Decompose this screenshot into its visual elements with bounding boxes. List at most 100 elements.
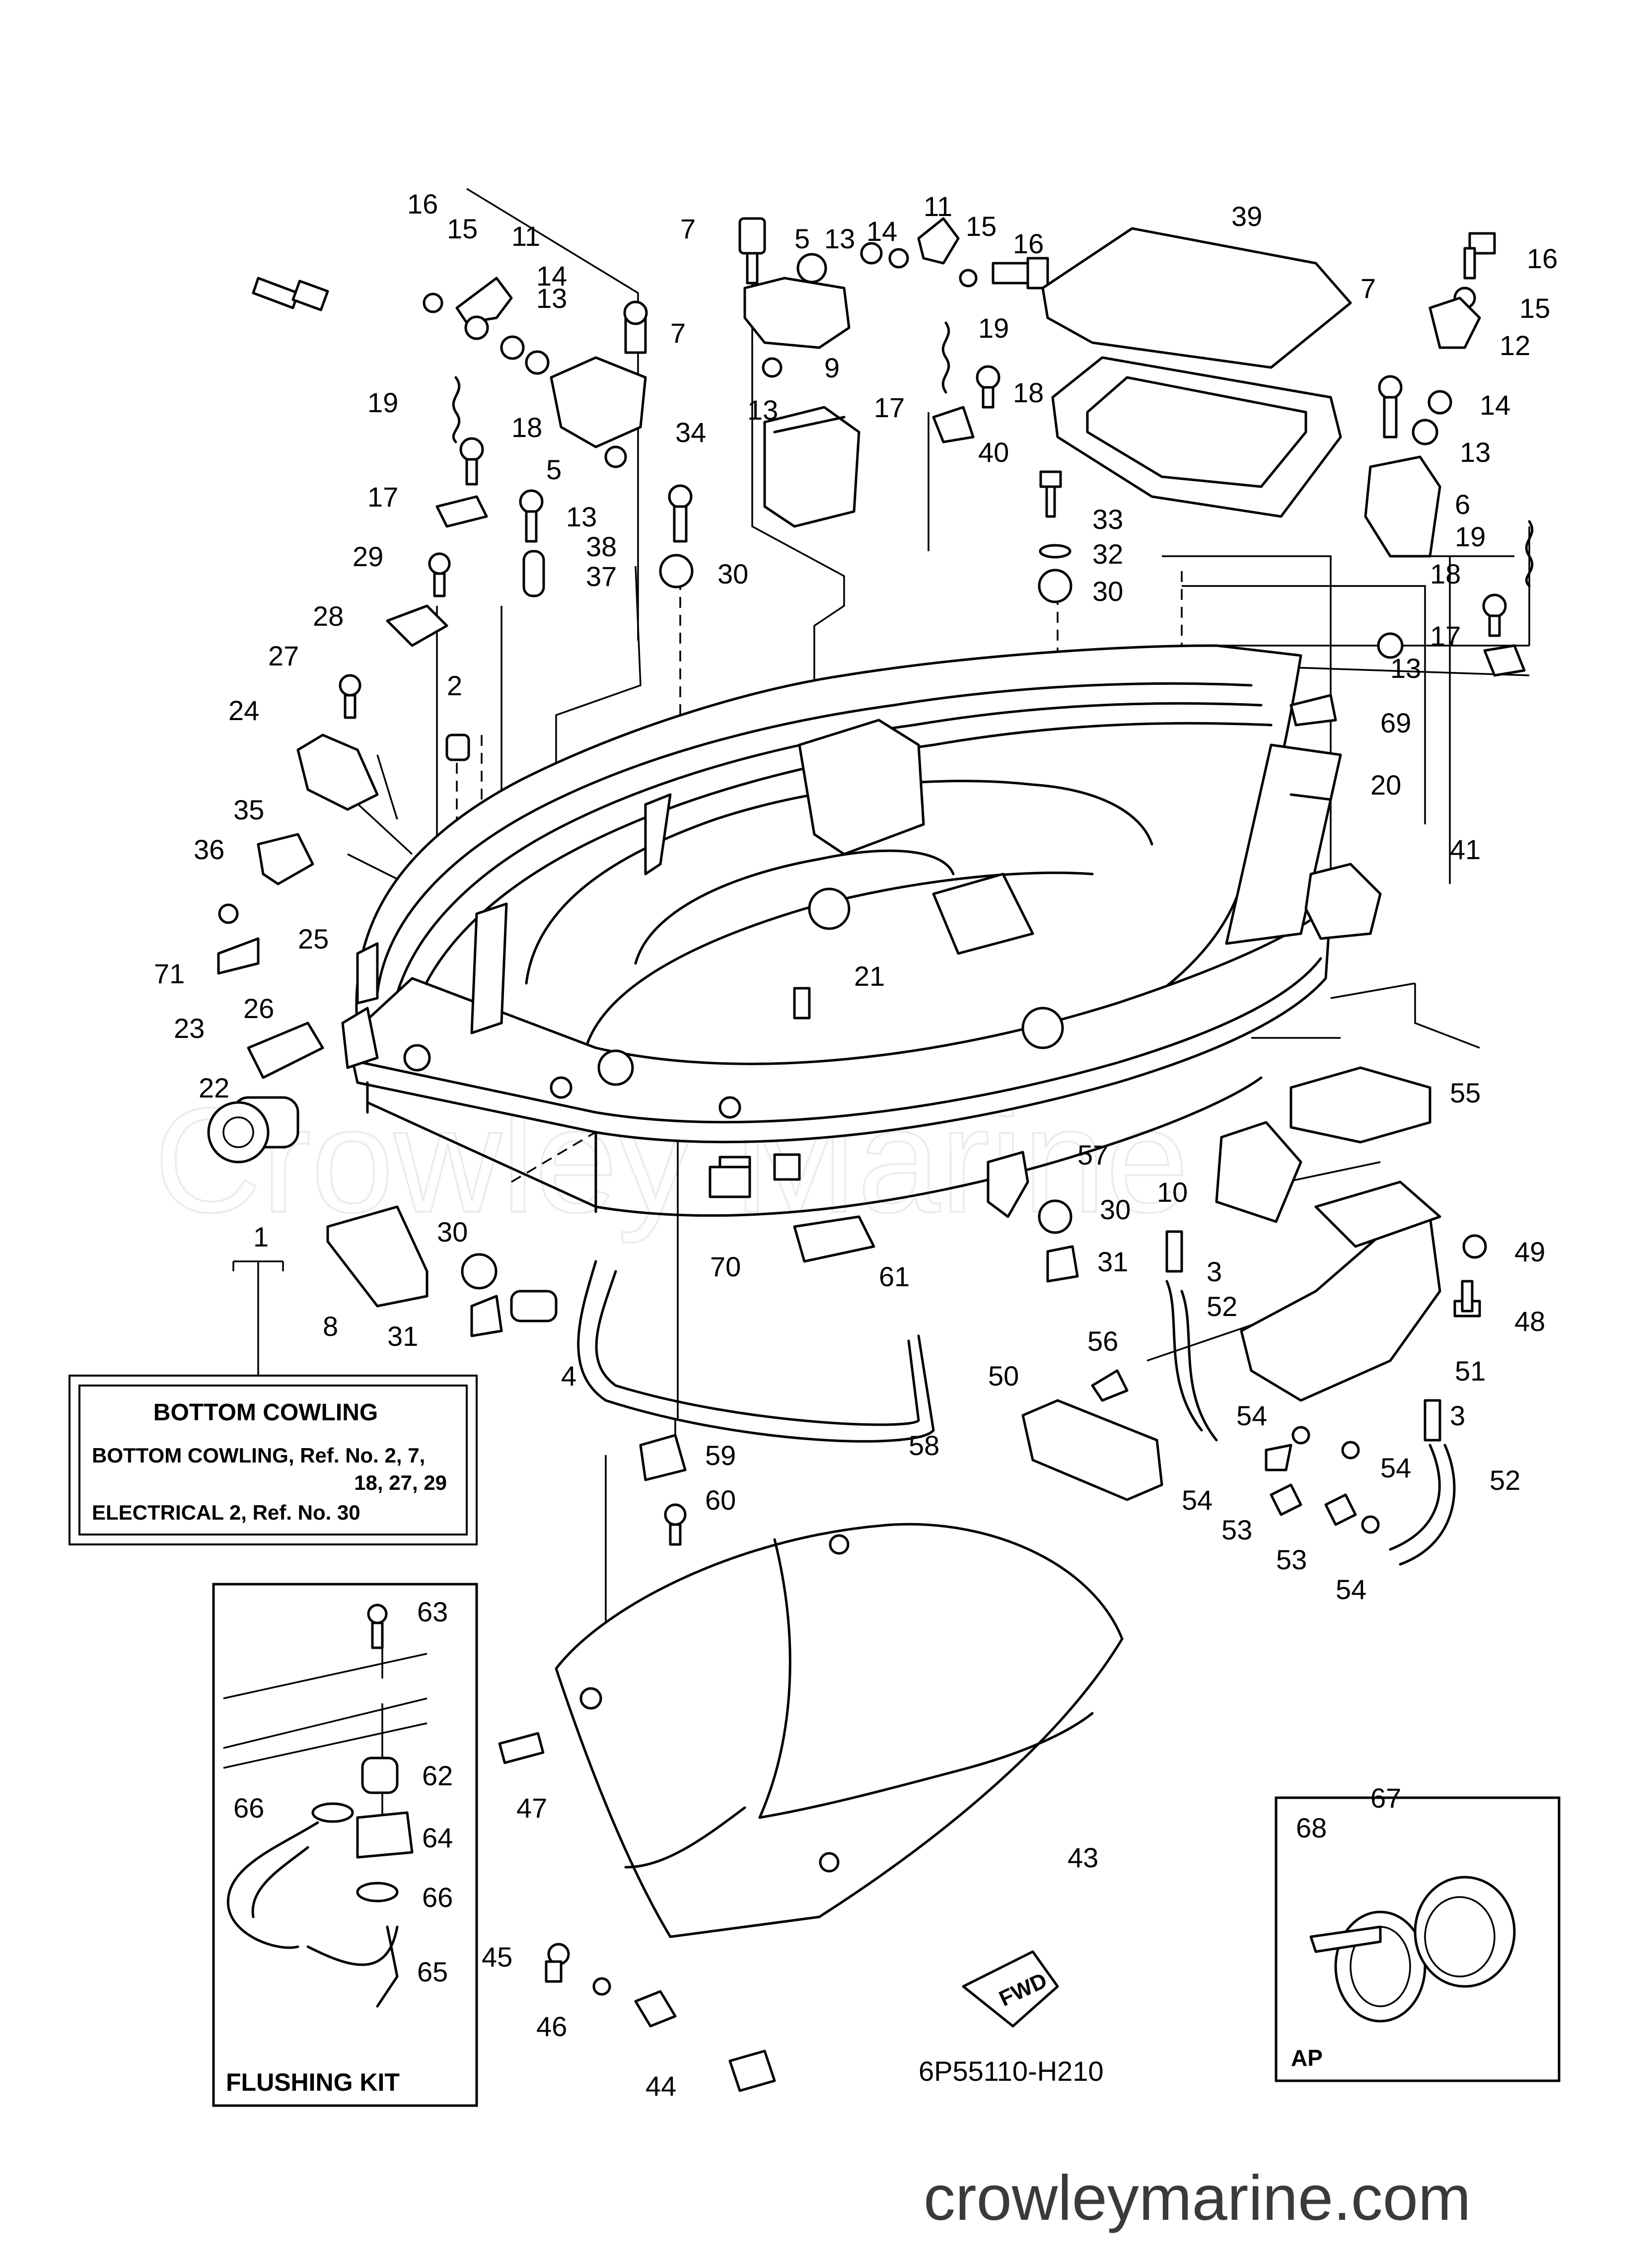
legend-line-1: BOTTOM COWLING, Ref. No. 2, 7, xyxy=(92,1444,425,1467)
callout-label: 59 xyxy=(705,1440,736,1471)
callout-label: 26 xyxy=(243,993,274,1024)
callout-label: 27 xyxy=(268,640,299,671)
callout-label: 19 xyxy=(1455,521,1486,552)
callout-label: 49 xyxy=(1514,1236,1545,1267)
callout-label: 20 xyxy=(1370,769,1401,801)
callout-label: 38 xyxy=(586,531,617,562)
callout-label: 10 xyxy=(1157,1176,1188,1208)
parts-lower xyxy=(498,1260,1124,2092)
callout-label: 33 xyxy=(1092,504,1123,535)
bottom-cowling xyxy=(346,644,1342,1217)
ap-label: AP xyxy=(1291,2045,1323,2071)
callout-label: 43 xyxy=(1068,1842,1098,1873)
callout-label: 64 xyxy=(422,1822,453,1853)
flushing-kit-panel: FLUSHING KIT xyxy=(212,1583,478,2107)
callout-label: 67 xyxy=(1370,1782,1401,1814)
callout-label: 9 xyxy=(824,352,840,383)
flushing-kit-label: FLUSHING KIT xyxy=(226,2068,400,2096)
callout-label: 63 xyxy=(417,1596,448,1627)
callout-numbers: 16 15 11 14 13 7 19 18 5 13 17 38 29 37 … xyxy=(154,188,1558,2102)
callout-label: 15 xyxy=(1519,293,1550,324)
callout-label: 13 xyxy=(824,223,855,254)
callout-label: 13 xyxy=(566,501,597,532)
callout-label: 11 xyxy=(511,220,540,252)
callout-label: 12 xyxy=(1499,330,1530,361)
callout-label: 28 xyxy=(313,600,344,632)
callout-label: 18 xyxy=(1013,377,1044,408)
callout-label: 66 xyxy=(233,1792,264,1824)
callout-label: 66 xyxy=(422,1882,453,1913)
callout-label: 3 xyxy=(1450,1400,1465,1431)
callout-label: 44 xyxy=(645,2070,676,2102)
fwd-arrow-icon xyxy=(962,1950,1059,2028)
callout-label: 54 xyxy=(1380,1452,1411,1483)
callout-label: 48 xyxy=(1514,1306,1545,1337)
callout-label: 31 xyxy=(387,1320,418,1352)
callout-label: 57 xyxy=(1077,1139,1108,1171)
callout-label: 13 xyxy=(747,394,778,426)
legend-title: BOTTOM COWLING xyxy=(153,1399,378,1426)
callout-label: 52 xyxy=(1490,1464,1520,1496)
callout-label: 13 xyxy=(1460,437,1491,468)
callout-label: 62 xyxy=(422,1760,453,1791)
callout-label: 50 xyxy=(988,1360,1019,1391)
callout-label: 53 xyxy=(1276,1544,1307,1575)
callout-label: 16 xyxy=(1527,243,1558,274)
callout-label: 14 xyxy=(536,260,567,292)
callout-label: 54 xyxy=(1236,1400,1267,1431)
callout-label: 14 xyxy=(1480,389,1510,421)
callout-label: 14 xyxy=(866,216,897,247)
legend-line-2: 18, 27, 29 xyxy=(354,1471,447,1494)
callout-label: 19 xyxy=(978,312,1009,344)
callout-label: 1 xyxy=(253,1221,269,1252)
callout-label: 34 xyxy=(675,417,706,448)
parts-top-left xyxy=(207,277,648,1337)
callout-label: 24 xyxy=(228,695,259,726)
callout-label: 54 xyxy=(1182,1484,1213,1516)
callout-label: 30 xyxy=(1092,576,1123,607)
callout-label: 52 xyxy=(1207,1291,1237,1322)
callout-label: 25 xyxy=(298,923,329,954)
callout-label: 23 xyxy=(174,1013,205,1044)
callout-label: 30 xyxy=(717,558,748,589)
callout-label: 17 xyxy=(367,481,398,512)
callout-label: 11 xyxy=(924,191,952,222)
callout-label: 13 xyxy=(536,283,567,314)
callout-label: 36 xyxy=(194,834,224,865)
callout-label: 3 xyxy=(1207,1256,1222,1287)
callout-label: 7 xyxy=(680,213,696,244)
callout-label: 55 xyxy=(1450,1077,1481,1108)
callout-label: 19 xyxy=(367,387,398,418)
callout-label: 2 xyxy=(447,670,462,701)
callout-label: 60 xyxy=(705,1484,736,1516)
legend-line-3: ELECTRICAL 2, Ref. No. 30 xyxy=(92,1501,360,1524)
callout-label: 54 xyxy=(1336,1574,1366,1605)
ap-panel: AP xyxy=(1275,1796,1561,2082)
callout-label: 31 xyxy=(1097,1246,1128,1277)
callout-label: 65 xyxy=(417,1956,448,1987)
callout-label: 35 xyxy=(233,794,264,825)
footer-site-url: crowleymarine.com xyxy=(924,2163,1471,2234)
legend-box: BOTTOM COWLING BOTTOM COWLING, Ref. No. … xyxy=(69,1375,478,1545)
callout-label: 53 xyxy=(1221,1514,1252,1545)
parts-top-center xyxy=(659,217,1079,1283)
callout-label: 47 xyxy=(516,1792,547,1824)
callout-label: 71 xyxy=(154,958,185,989)
callout-label: 39 xyxy=(1231,201,1262,232)
callout-label: 51 xyxy=(1455,1355,1486,1387)
callout-label: 70 xyxy=(710,1251,741,1282)
callout-label: 22 xyxy=(199,1072,229,1103)
callout-label: 32 xyxy=(1092,538,1123,570)
callout-label: 29 xyxy=(353,541,383,572)
callout-label: 40 xyxy=(978,437,1009,468)
callout-label: 18 xyxy=(511,412,542,443)
diagram-code: 6P55110-H210 xyxy=(919,2055,1104,2087)
callout-label: 30 xyxy=(437,1216,468,1247)
callout-label: 7 xyxy=(1360,273,1376,304)
callout-label: 17 xyxy=(1430,620,1461,652)
callout-label: 16 xyxy=(1013,228,1044,259)
callout-label: 69 xyxy=(1380,707,1411,738)
callout-label: 7 xyxy=(670,317,686,349)
callout-label: 6 xyxy=(1455,489,1470,520)
